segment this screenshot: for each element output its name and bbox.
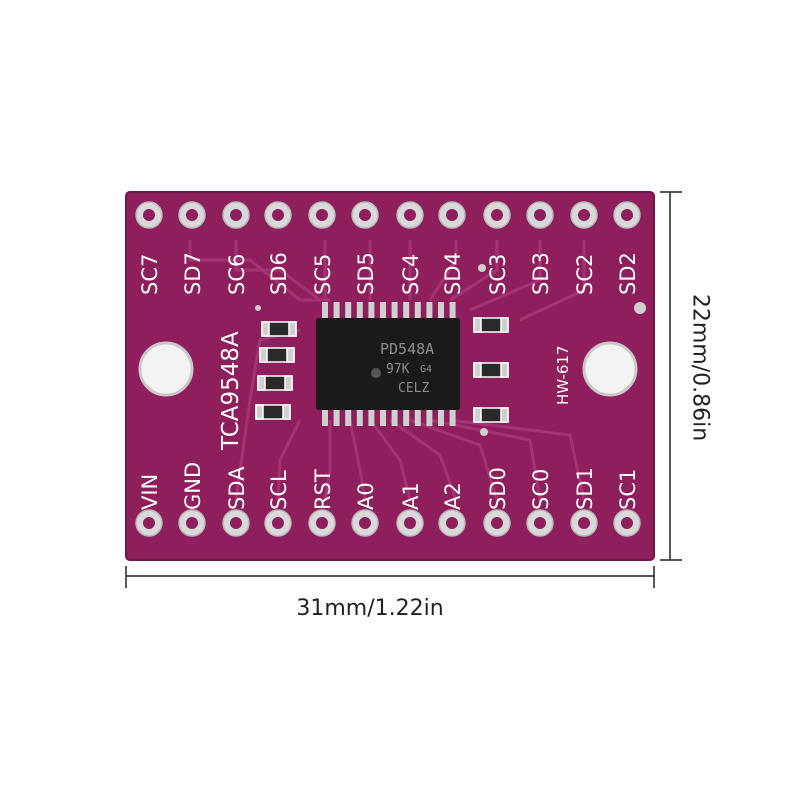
- pin-label-sd2: SD2: [616, 252, 640, 295]
- pin-hole: [316, 517, 328, 529]
- chip-marking-line2: 97K: [386, 362, 410, 377]
- chip-leg: [391, 302, 398, 318]
- chip-leg: [403, 410, 410, 426]
- chip-leg: [380, 302, 386, 318]
- pin-hole: [272, 517, 284, 529]
- pin-label-sc6: SC6: [225, 254, 249, 295]
- pcb-board: PD548A 97K G4 CELZ: [125, 191, 655, 561]
- chip-leg: [380, 410, 386, 426]
- chip-leg: [438, 302, 444, 318]
- pin-hole: [272, 209, 284, 221]
- chip-leg: [449, 302, 456, 318]
- chip-marking-line3: CELZ: [398, 381, 429, 396]
- pin-label-a1: A1: [399, 482, 423, 510]
- pin-hole: [578, 209, 590, 221]
- pin-label-sd4: SD4: [441, 252, 465, 295]
- pin-hole: [534, 209, 546, 221]
- chip-leg: [449, 410, 456, 426]
- pin-label-gnd: GND: [181, 462, 205, 510]
- chip-leg: [356, 410, 363, 426]
- pin-hole: [534, 517, 546, 529]
- pin-hole: [230, 517, 242, 529]
- pin-hole: [186, 517, 198, 529]
- pin-label-a0: A0: [354, 482, 378, 510]
- pin-hole: [359, 209, 371, 221]
- chip-leg: [333, 302, 340, 318]
- chip-leg: [356, 302, 363, 318]
- chip-leg: [438, 410, 444, 426]
- chip-leg: [345, 410, 352, 426]
- pin-hole: [404, 517, 416, 529]
- chip-leg: [333, 410, 340, 426]
- pin-hole: [446, 209, 458, 221]
- pin-label-sda: SDA: [225, 466, 249, 510]
- pin-label-sc1: SC1: [616, 469, 640, 510]
- pin-label-sc7: SC7: [138, 254, 162, 295]
- pin-label-sc2: SC2: [573, 254, 597, 295]
- pin-label-sd1: SD1: [573, 467, 597, 510]
- chip-leg: [414, 410, 421, 426]
- pin-hole: [578, 517, 590, 529]
- pcb-traces: [188, 240, 586, 501]
- pin-hole: [491, 209, 503, 221]
- pin-hole: [230, 209, 242, 221]
- chip-leg: [368, 410, 375, 426]
- chip-leg: [345, 302, 352, 318]
- chip-leg: [391, 410, 398, 426]
- pin-hole: [143, 517, 155, 529]
- pin-hole: [143, 209, 155, 221]
- ic-chip: PD548A 97K G4 CELZ: [316, 302, 460, 426]
- pin-hole: [186, 209, 198, 221]
- pin-hole: [316, 209, 328, 221]
- pin-label-scl: SCL: [267, 470, 291, 510]
- pin-label-a2: A2: [441, 482, 465, 510]
- chip-leg: [403, 302, 410, 318]
- pin-label-sd3: SD3: [529, 252, 553, 295]
- pin-label-vin: VIN: [138, 474, 162, 510]
- pin-label-sd7: SD7: [181, 252, 205, 295]
- chip-marking-line1: PD548A: [380, 340, 434, 358]
- chip-marking-g4: G4: [420, 364, 432, 375]
- smd-components-right: [473, 317, 509, 423]
- width-dimension-label: 31mm/1.22in: [296, 596, 444, 621]
- height-dimension-label: 22mm/0.86in: [687, 293, 713, 442]
- pin-label-sd6: SD6: [267, 252, 291, 295]
- pin-hole: [621, 209, 633, 221]
- pin-label-sc4: SC4: [399, 254, 423, 295]
- pin-label-sc5: SC5: [311, 254, 335, 295]
- pin-label-sc0: SC0: [529, 469, 553, 510]
- pin-label-sc3: SC3: [486, 254, 510, 295]
- dimension-lines: [125, 191, 682, 588]
- pin-label-sd0: SD0: [486, 467, 510, 510]
- pin-label-rst: RST: [311, 469, 335, 510]
- pin-label-sd5: SD5: [354, 252, 378, 295]
- pin-hole: [359, 517, 371, 529]
- model-label: HW-617: [554, 345, 572, 405]
- mounting-hole-left: [138, 341, 194, 397]
- chip-leg: [368, 302, 375, 318]
- pin-hole: [621, 517, 633, 529]
- chip-leg: [322, 302, 328, 318]
- chip-leg: [322, 410, 328, 426]
- chip-part-label: TCA9548A: [218, 331, 244, 451]
- pin-hole: [446, 517, 458, 529]
- mounting-hole-right: [582, 341, 638, 397]
- pin-hole: [491, 517, 503, 529]
- smd-components-left: [255, 321, 297, 420]
- chip-leg: [414, 302, 421, 318]
- chip-leg: [426, 302, 433, 318]
- pin-hole: [404, 209, 416, 221]
- chip-leg: [426, 410, 433, 426]
